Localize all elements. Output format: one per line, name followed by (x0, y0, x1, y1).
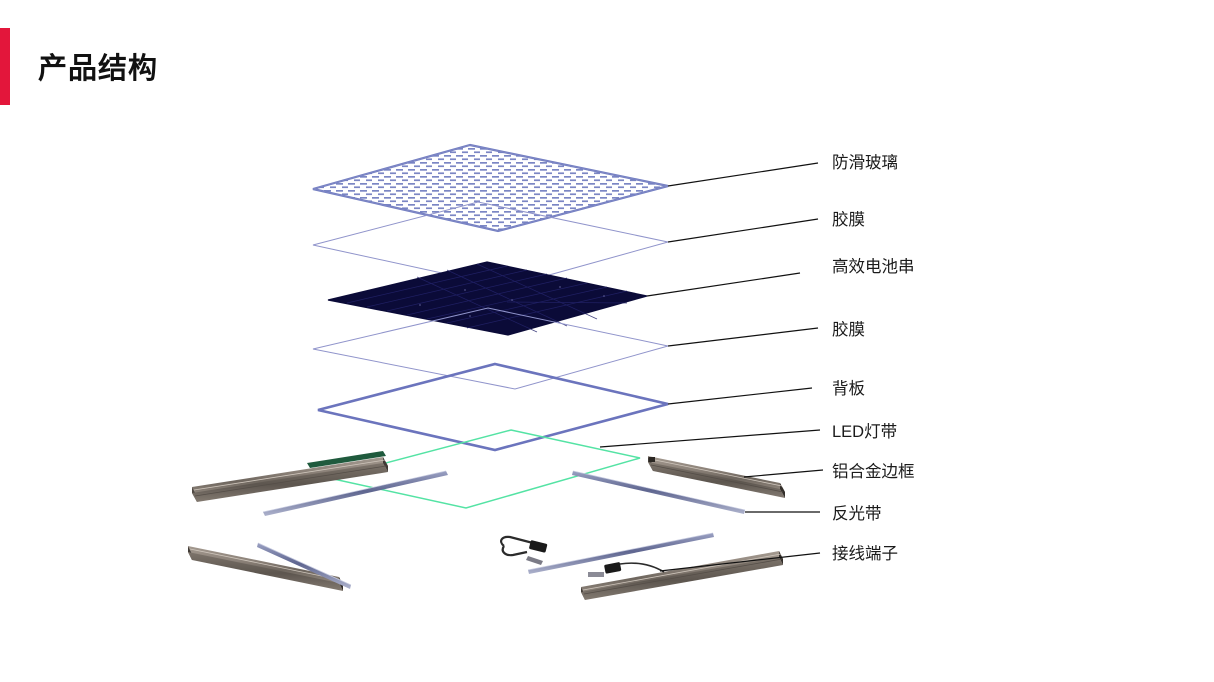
reflective-strip-left-lower (257, 542, 352, 589)
leader-junction-terminal (659, 552, 821, 572)
frame-rail-left-lower (188, 546, 343, 591)
junction-box-assembly-left (500, 535, 548, 565)
callout-led-strip: LED灯带 (832, 423, 898, 441)
leader-encapsulant-bottom (667, 327, 819, 347)
layer-backsheet (317, 362, 669, 452)
reflective-strip-right-lower (527, 532, 714, 574)
leader-aluminum-frame (743, 469, 824, 478)
leader-encapsulant-top (667, 218, 819, 243)
layer-anti-slip-glass (312, 143, 669, 233)
frame-rail-right-upper (648, 456, 785, 498)
layer-encapsulant-film-bottom (312, 307, 669, 390)
leader-lines (599, 162, 824, 572)
callout-encapsulant-bottom: 胶膜 (832, 321, 865, 339)
reflective-strip-left-upper (262, 470, 448, 516)
leader-led-strip (599, 429, 821, 448)
leader-backsheet (667, 387, 813, 405)
frame-rail-left-upper (192, 451, 388, 502)
callout-reflective-strip: 反光带 (832, 505, 882, 523)
reflective-strip-right-upper (572, 470, 746, 514)
callout-encapsulant-top: 胶膜 (832, 211, 865, 229)
layer-led-light-strip (328, 429, 641, 509)
callout-anti-slip-glass: 防滑玻璃 (832, 154, 898, 172)
leader-anti-slip-glass (667, 162, 819, 187)
callout-aluminum-frame: 铝合金边框 (832, 463, 915, 481)
title-accent-bar (0, 28, 10, 105)
frame-rail-right-lower (581, 551, 783, 600)
callout-junction-terminal: 接线端子 (832, 545, 898, 563)
layer-cell-string (327, 261, 648, 336)
leader-cell-string (646, 272, 801, 297)
page-title: 产品结构 (38, 53, 159, 85)
callout-cell-string: 高效电池串 (832, 258, 915, 276)
callout-backsheet: 背板 (832, 380, 865, 398)
